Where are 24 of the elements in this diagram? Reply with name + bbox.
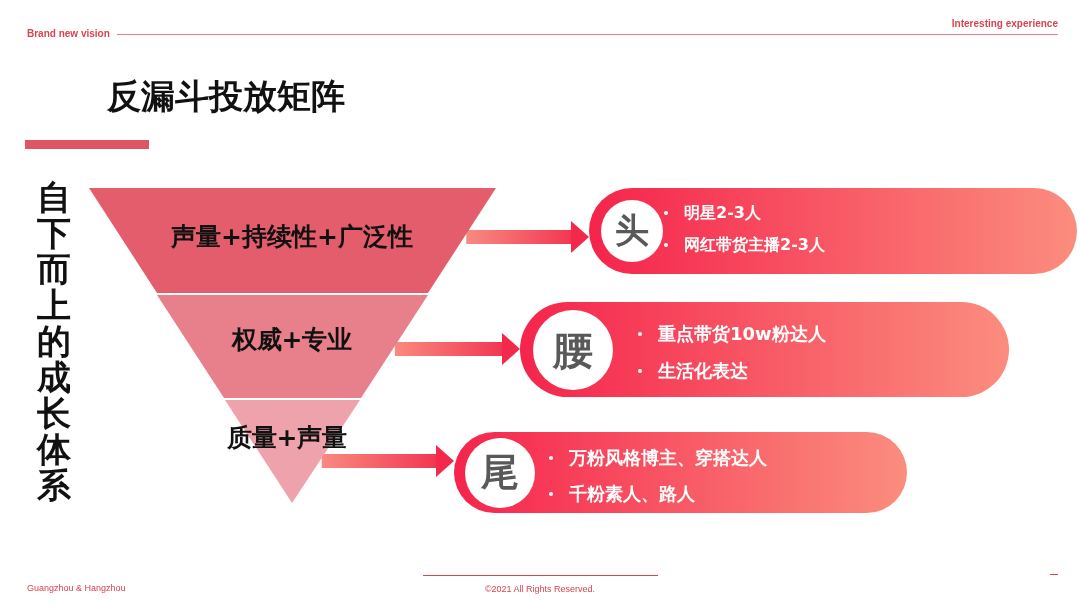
bullet-text: 生活化表达 xyxy=(658,359,748,383)
vertical-heading: 自下而上的成长体系 xyxy=(37,179,72,503)
tagline: Interesting experience xyxy=(951,18,1058,30)
tagline: Brand new vision xyxy=(27,28,110,40)
funnel-band xyxy=(89,188,496,293)
tier-circle: 尾 xyxy=(465,437,535,508)
band-label: 质量+声量 xyxy=(226,423,348,453)
slide-title: 反漏斗投放矩阵 xyxy=(107,76,345,116)
footer-text: Guangzhou & Hangzhou xyxy=(27,583,126,594)
bullet-text: 重点带货10w粉达人 xyxy=(658,322,826,346)
copyright-text: ©2021 All Rights Reserved. xyxy=(484,584,596,595)
bullet-text: 明星2-3人 xyxy=(684,202,761,224)
bullet-text: 千粉素人、路人 xyxy=(569,482,695,506)
bullet-text: 万粉风格博主、穿搭达人 xyxy=(569,446,767,470)
band-label: 权威+专业 xyxy=(231,325,353,355)
arrow xyxy=(466,221,589,253)
funnel-band xyxy=(225,400,360,503)
funnel-band xyxy=(157,295,428,398)
tier-circle: 头 xyxy=(601,200,663,262)
arrow xyxy=(394,333,520,365)
bullet-text: 网红带货主播2-3人 xyxy=(684,234,825,256)
arrow xyxy=(321,445,454,477)
band-label: 声量+持续性+广泛性 xyxy=(171,222,413,252)
tier-circle: 腰 xyxy=(533,309,613,390)
